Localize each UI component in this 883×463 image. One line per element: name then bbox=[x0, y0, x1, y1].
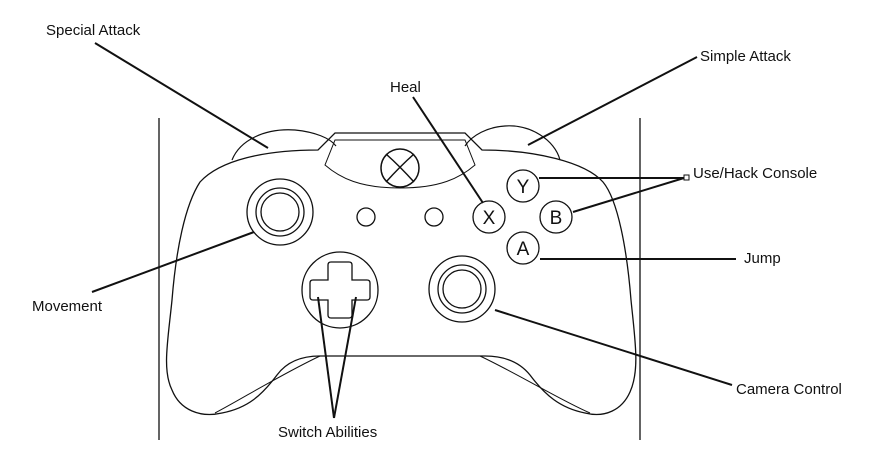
face-button-x-letter: X bbox=[483, 208, 496, 229]
leader-movement bbox=[91, 231, 255, 293]
label-jump: Jump bbox=[744, 250, 781, 267]
face-button-y: Y bbox=[506, 169, 540, 203]
leader-special-attack bbox=[94, 42, 269, 149]
leader-hack-marker bbox=[683, 174, 690, 181]
label-use-hack-console: Use/Hack Console bbox=[693, 165, 818, 182]
label-movement: Movement bbox=[32, 298, 103, 315]
xbox-logo-icon bbox=[380, 148, 420, 188]
right-stick bbox=[428, 255, 496, 323]
face-button-a-letter: A bbox=[517, 239, 530, 260]
label-heal: Heal bbox=[390, 79, 421, 96]
label-camera-control: Camera Control bbox=[736, 381, 842, 398]
leader-switch-left bbox=[317, 296, 335, 419]
leader-camera-control bbox=[494, 309, 733, 386]
dpad bbox=[301, 251, 379, 329]
leader-heal bbox=[412, 96, 484, 204]
left-stick bbox=[246, 178, 314, 246]
face-button-x: X bbox=[472, 200, 506, 234]
controller-body bbox=[165, 125, 637, 416]
leader-switch-right bbox=[333, 296, 357, 419]
leader-lines bbox=[91, 42, 736, 419]
leader-hack-b bbox=[572, 177, 685, 213]
menu-button bbox=[424, 207, 444, 227]
label-switch-abilities: Switch Abilities bbox=[278, 424, 378, 441]
label-simple-attack: Simple Attack bbox=[700, 48, 791, 65]
face-button-b: B bbox=[539, 200, 573, 234]
view-button bbox=[356, 207, 376, 227]
face-button-a: A bbox=[506, 231, 540, 265]
label-special-attack: Special Attack bbox=[46, 22, 141, 39]
face-button-b-letter: B bbox=[550, 208, 563, 229]
leader-simple-attack bbox=[527, 56, 698, 146]
face-button-y-letter: Y bbox=[517, 177, 530, 198]
